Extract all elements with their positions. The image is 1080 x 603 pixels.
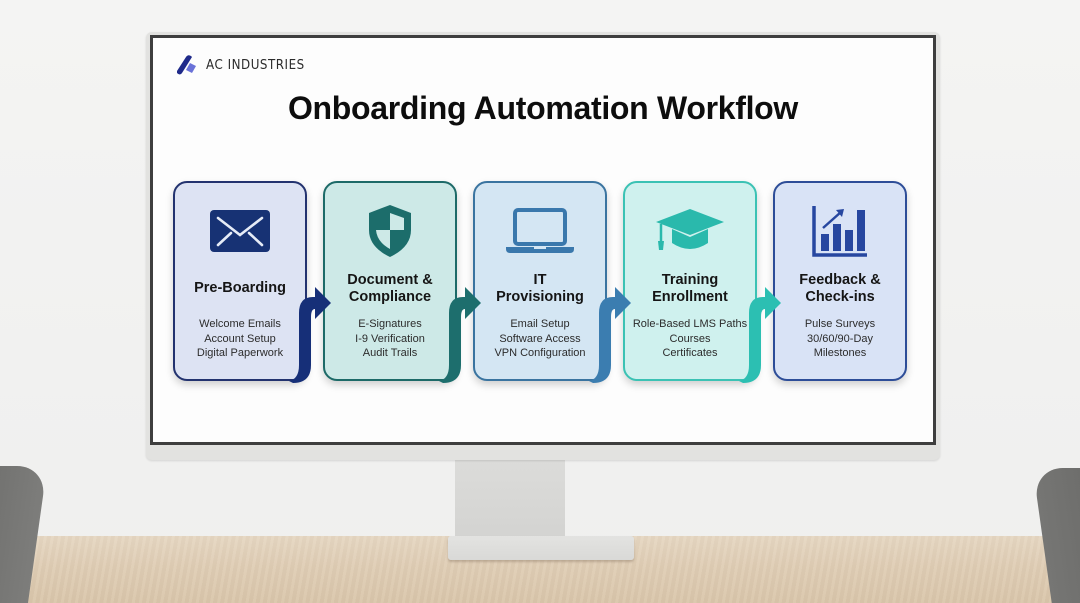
monitor: AC INDUSTRIES Onboarding Automation Work… [146,32,940,460]
step-item: 30/60/90-Day [806,332,874,345]
workflow-steps: Pre-Boarding Welcome Emails Account Setu… [173,181,913,383]
step-title: IT Provisioning [496,272,584,305]
slide-title: Onboarding Automation Workflow [287,90,799,126]
monitor-bezel: AC INDUSTRIES Onboarding Automation Work… [150,35,936,445]
step-item: Certificates [662,347,718,359]
step-item: Welcome Emails [199,318,281,330]
step-card-pre-boarding: Pre-Boarding Welcome Emails Account Setu… [173,181,307,381]
step-card-it-provisioning: IT Provisioning Email Setup Software Acc… [473,181,607,381]
step-item: Account Setup [204,332,276,345]
step-item: Milestones [813,347,867,359]
step-card-feedback-checkins: Feedback & Check-ins Pulse Surveys 30/60… [773,181,907,381]
step-title: Training Enrollment [652,272,728,305]
step-items: Role-Based LMS Paths Courses Certificate… [625,317,755,361]
step-item: Software Access [499,332,581,345]
step-item: VPN Configuration [494,347,586,359]
step-card-document-compliance: Document & Compliance E-Signatures I-9 V… [323,181,457,381]
monitor-stand-base [448,536,634,560]
step-item: Audit Trails [362,347,418,359]
step-card-training-enrollment: Training Enrollment Role-Based LMS Paths… [623,181,757,381]
step-item: I-9 Verification [355,332,425,345]
ac-industries-logo-icon [177,55,196,75]
step-title: Feedback & Check-ins [799,272,881,305]
step-item: Pulse Surveys [804,318,876,330]
step-items: Email Setup Software Access VPN Configur… [475,317,605,361]
step-item: Courses [669,332,711,345]
step-item: Email Setup [510,318,570,330]
monitor-screen: AC INDUSTRIES Onboarding Automation Work… [153,38,933,442]
step-items: E-Signatures I-9 Verification Audit Trai… [325,317,455,361]
laptop-icon [506,208,574,253]
envelope-icon [210,210,270,252]
step-items: Pulse Surveys 30/60/90-Day Milestones [775,317,905,361]
brand-name: AC INDUSTRIES [206,57,305,73]
shield-icon [369,205,411,257]
graduation-cap-icon [656,209,724,250]
step-title: Document & Compliance [347,272,433,305]
step-item: Role-Based LMS Paths [632,318,748,330]
bar-chart-growth-icon [812,206,867,257]
step-item: E-Signatures [358,318,422,330]
step-items: Welcome Emails Account Setup Digital Pap… [175,317,305,361]
brand-header: AC INDUSTRIES [175,54,318,76]
monitor-stand-neck [455,458,565,540]
step-item: Digital Paperwork [196,347,284,359]
step-title: Pre-Boarding [194,280,286,296]
